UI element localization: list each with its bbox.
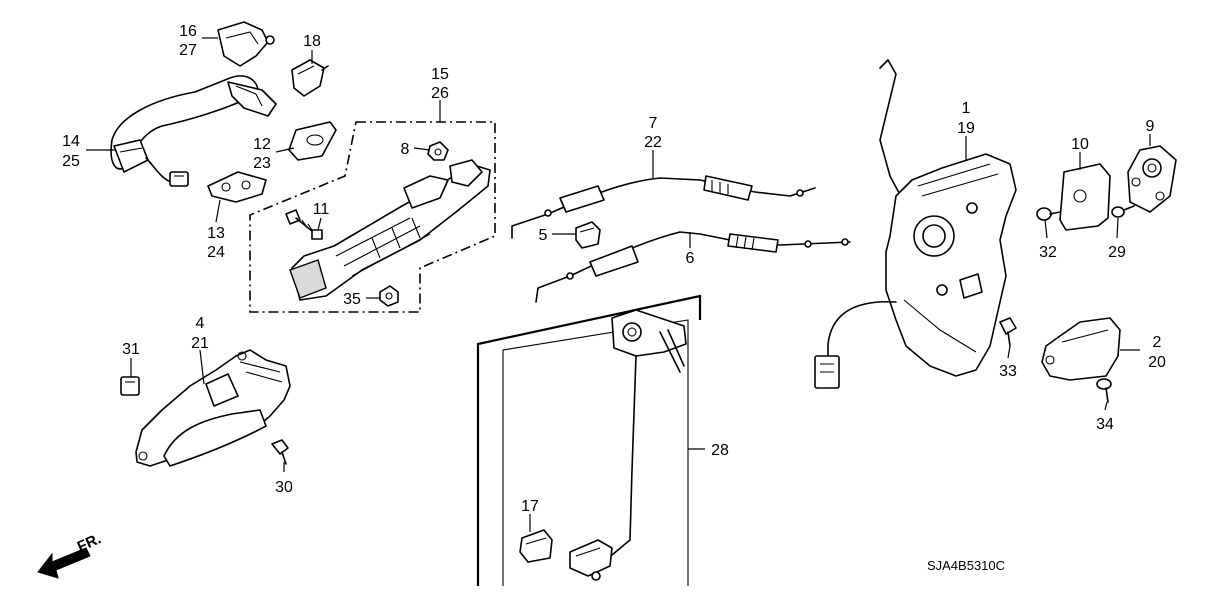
assembly-outline [249, 121, 496, 313]
screw-30-part [271, 439, 289, 465]
callout-16: 16 [179, 23, 197, 40]
screw-33-part [999, 317, 1017, 347]
screw-32-part [1036, 207, 1061, 221]
callout-29: 29 [1108, 244, 1126, 261]
callout-4: 4 [196, 315, 205, 332]
callout-2: 2 [1153, 334, 1162, 351]
callout-21: 21 [191, 335, 209, 352]
screw-11-part [285, 209, 323, 240]
callout-12: 12 [253, 136, 271, 153]
cover-10-part [1059, 163, 1111, 231]
callout-28: 28 [711, 442, 729, 459]
callout-1: 1 [962, 100, 971, 117]
cover-2-part [1041, 317, 1121, 381]
leader-lines [86, 37, 1151, 532]
lock-cylinder-rod-part [569, 309, 687, 581]
handle-base-frame-part [289, 159, 491, 301]
front-arrow-icon [37, 547, 91, 579]
callout-33: 33 [999, 363, 1017, 380]
callout-11: 11 [313, 201, 330, 218]
callout-32: 32 [1039, 244, 1057, 261]
callout-13: 13 [207, 225, 225, 242]
gasket-13-part [207, 171, 267, 203]
outer-door-handle-part [110, 75, 277, 187]
diagram-code: SJA4B5310C [927, 558, 1005, 573]
clip-18-part [291, 59, 329, 97]
callout-10: 10 [1071, 136, 1089, 153]
clip-31-part [120, 376, 140, 396]
callout-6: 6 [686, 250, 695, 267]
front-direction-indicator: FR. [37, 530, 104, 579]
callout-22: 22 [644, 134, 662, 151]
clip-17-part [519, 529, 553, 563]
screw-34-part [1096, 378, 1112, 403]
front-label: FR. [75, 530, 104, 555]
callout-20: 20 [1148, 354, 1166, 371]
callout-25: 25 [62, 153, 80, 170]
striker-9-part [1127, 145, 1177, 213]
callout-34: 34 [1096, 416, 1114, 433]
callout-15: 15 [431, 66, 449, 83]
callout-14: 14 [62, 133, 80, 150]
handle-cover-part [217, 21, 275, 67]
callout-23: 23 [253, 155, 271, 172]
cable-7-part [511, 175, 816, 239]
callout-labels: 16 27 18 15 26 14 25 12 23 13 24 8 11 7 … [62, 23, 1166, 515]
cylinder-bracket-frame [476, 294, 702, 586]
cable-clip-5-part [575, 221, 601, 249]
screw-29-part [1111, 205, 1135, 218]
callout-26: 26 [431, 85, 449, 102]
callout-35: 35 [343, 291, 361, 308]
callout-17: 17 [521, 498, 539, 515]
callout-19: 19 [957, 120, 975, 137]
callout-24: 24 [207, 244, 225, 261]
callout-31: 31 [122, 341, 140, 358]
callout-30: 30 [275, 479, 293, 496]
callout-7: 7 [649, 115, 658, 132]
callout-18: 18 [303, 33, 321, 50]
nut-8-part [427, 141, 449, 161]
door-lock-actuator-part [814, 59, 1017, 389]
callout-9: 9 [1146, 118, 1155, 135]
callout-5: 5 [539, 227, 548, 244]
gasket-12-part [288, 121, 337, 161]
inner-door-handle-part [135, 349, 291, 467]
nut-35-part [379, 285, 399, 307]
cable-6-part [535, 231, 851, 303]
callout-27: 27 [179, 42, 197, 59]
callout-8: 8 [401, 141, 410, 158]
